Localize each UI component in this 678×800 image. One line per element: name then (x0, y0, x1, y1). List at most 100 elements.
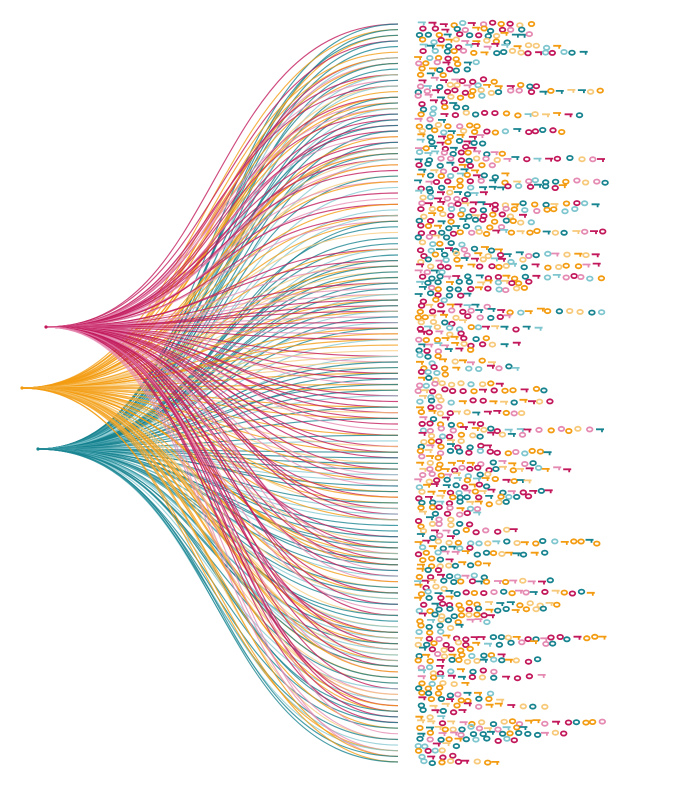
key-mark (416, 280, 425, 285)
ring-mark (420, 601, 428, 608)
ring-mark (425, 635, 434, 642)
ring-mark (417, 368, 426, 375)
ring-mark (451, 358, 459, 365)
ring-mark (453, 195, 461, 202)
ring-mark (560, 229, 568, 236)
key-mark (447, 439, 455, 444)
ring-mark (437, 696, 446, 703)
ring-mark (438, 380, 446, 387)
key-mark (474, 252, 483, 257)
key-mark (435, 330, 444, 335)
ring-mark (459, 308, 467, 315)
ring-mark (502, 205, 510, 212)
target-marks (414, 19, 609, 767)
ring-mark (478, 674, 487, 681)
key-mark (460, 257, 469, 261)
ring-mark (502, 498, 510, 505)
key-mark (416, 567, 425, 572)
key-mark (414, 179, 423, 184)
key-mark (414, 596, 423, 601)
ring-mark (470, 590, 479, 597)
ring-mark (487, 89, 496, 96)
key-mark (467, 263, 476, 268)
key-mark (429, 704, 438, 709)
ring-mark (434, 348, 443, 355)
ring-mark (437, 184, 446, 191)
ring-mark (417, 111, 425, 118)
ring-mark (447, 399, 455, 406)
ring-mark (414, 657, 422, 664)
ring-mark (498, 657, 506, 664)
key-mark (443, 33, 452, 38)
key-mark (456, 507, 465, 512)
ring-mark (478, 92, 486, 99)
ring-mark (452, 529, 461, 536)
key-mark (522, 325, 531, 330)
key-mark (419, 43, 428, 48)
ring-mark (463, 409, 471, 416)
ring-mark (577, 273, 585, 280)
key-mark (513, 45, 522, 50)
ring-mark (536, 448, 545, 455)
key-mark (440, 113, 449, 117)
key-mark (437, 201, 446, 205)
flow-line-magenta (45, 326, 400, 752)
ring-mark (446, 410, 454, 417)
flow-line-teal (37, 448, 400, 566)
ring-mark (441, 319, 449, 326)
ring-mark (451, 112, 460, 119)
ring-mark (416, 71, 425, 78)
ring-mark (433, 477, 441, 484)
key-mark (452, 225, 461, 229)
ring-mark (426, 729, 435, 736)
ring-mark (428, 504, 437, 511)
key-mark (471, 169, 480, 174)
ring-mark (417, 222, 425, 229)
key-mark (494, 85, 503, 90)
ring-mark (490, 78, 498, 85)
ring-mark (469, 207, 477, 214)
flow-line-orange (21, 107, 400, 389)
ring-mark (555, 308, 564, 315)
ring-mark (457, 697, 465, 704)
key-mark (496, 602, 505, 606)
key-mark (545, 157, 554, 162)
ring-mark (431, 747, 439, 754)
key-mark (500, 229, 509, 233)
ring-mark (514, 182, 523, 189)
ring-mark (486, 690, 495, 697)
key-mark (441, 28, 450, 33)
ring-mark (581, 179, 590, 186)
ring-mark (447, 240, 455, 247)
key-mark (489, 400, 498, 405)
flow-line-teal (37, 214, 400, 450)
flow-line-magenta (45, 326, 400, 594)
ring-mark (458, 726, 466, 733)
ring-mark (495, 365, 503, 372)
key-mark (455, 623, 464, 628)
ring-mark (483, 37, 491, 44)
key-mark (451, 550, 460, 555)
ring-mark (463, 191, 472, 198)
ring-mark (463, 510, 471, 517)
ring-mark (457, 578, 465, 585)
ring-mark (485, 696, 493, 703)
key-mark (447, 674, 456, 679)
key-mark (463, 61, 472, 66)
ring-mark (449, 230, 458, 237)
ring-mark (451, 87, 459, 94)
ring-mark (465, 606, 473, 613)
ring-mark (466, 346, 475, 353)
ring-mark (465, 213, 473, 220)
ring-mark (462, 636, 470, 643)
key-mark (424, 449, 433, 453)
ring-mark (486, 27, 495, 34)
ring-mark (599, 228, 607, 235)
key-mark (540, 731, 549, 736)
ring-mark (466, 444, 474, 451)
key-mark (431, 529, 439, 534)
ring-mark (495, 263, 503, 270)
ring-mark (519, 551, 528, 558)
key-mark (470, 636, 479, 641)
key-mark (500, 325, 509, 330)
